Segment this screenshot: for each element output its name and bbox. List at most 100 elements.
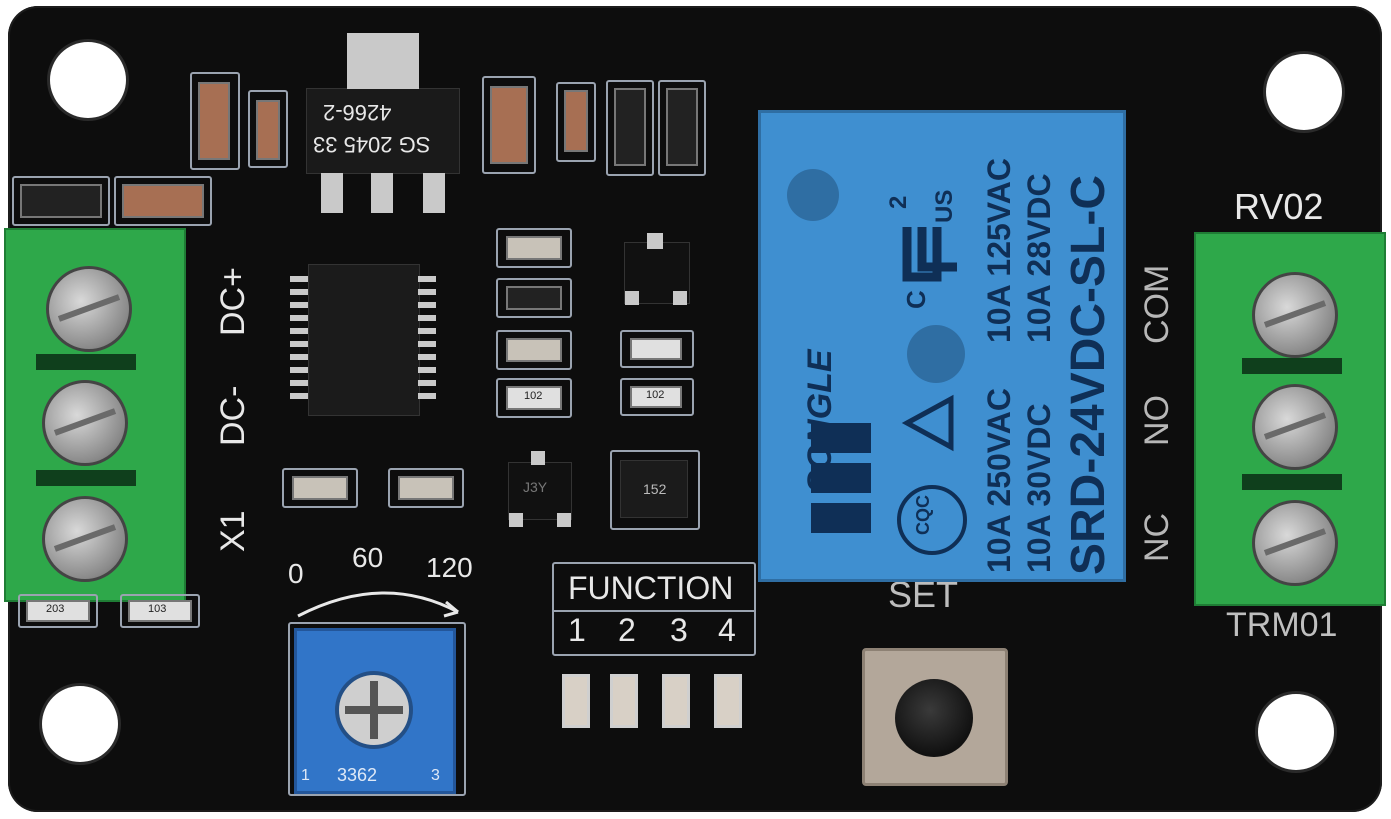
component-outline bbox=[610, 450, 700, 530]
function-number-4: 4 bbox=[718, 612, 736, 648]
function-box: FUNCTION 1 2 3 4 bbox=[552, 562, 756, 656]
mcu-pin bbox=[418, 393, 436, 399]
component-outline bbox=[18, 594, 98, 628]
transistor: J3Y bbox=[508, 451, 572, 527]
relay-model: SRD-24VDC-SL-C bbox=[1062, 174, 1115, 575]
relay-hole bbox=[787, 169, 839, 221]
diode bbox=[666, 88, 698, 166]
component-outline bbox=[388, 468, 464, 508]
resistor bbox=[256, 100, 280, 160]
label-dc-minus: DC- bbox=[214, 385, 252, 446]
mcu-pin bbox=[418, 341, 436, 347]
resistor-array: 152 bbox=[620, 460, 688, 518]
label-nc: NC bbox=[1138, 512, 1176, 562]
scale-label-0: 0 bbox=[288, 558, 304, 589]
pot-label: 3362 bbox=[337, 765, 378, 785]
resistor bbox=[506, 236, 562, 260]
set-button-cap[interactable] bbox=[895, 679, 973, 757]
component-outline bbox=[114, 176, 212, 226]
mcu-pin bbox=[290, 393, 308, 399]
songle-logo-icon bbox=[811, 423, 871, 533]
cqc-logo-icon: CQC bbox=[897, 485, 967, 555]
mcu-pin bbox=[418, 380, 436, 386]
regulator-marking: 4266-2 bbox=[323, 100, 392, 125]
transistor bbox=[624, 233, 690, 305]
mounting-hole-bottom-left bbox=[42, 686, 118, 762]
pot-label: 3 bbox=[431, 767, 440, 784]
regulator-pin bbox=[321, 173, 343, 213]
transistor-pin bbox=[531, 451, 545, 465]
terminal-divider bbox=[36, 470, 136, 486]
screw-icon[interactable] bbox=[42, 380, 128, 466]
ul-logo-icon bbox=[902, 227, 957, 282]
resistor: 102 bbox=[506, 386, 562, 410]
mcu-pin bbox=[418, 276, 436, 282]
component-outline bbox=[482, 76, 536, 174]
component-outline bbox=[288, 622, 466, 796]
relay-rating-2: 10A 30VDC bbox=[1021, 403, 1057, 573]
mcu-pin bbox=[290, 289, 308, 295]
mcu-pin bbox=[418, 289, 436, 295]
relay-cert: 2 bbox=[885, 195, 912, 209]
resistor-code: 102 bbox=[646, 389, 665, 401]
component-outline bbox=[620, 378, 694, 416]
component-outline bbox=[190, 72, 240, 170]
regulator-pin bbox=[371, 173, 393, 213]
terminal-block-input bbox=[4, 228, 186, 602]
component-outline bbox=[496, 330, 572, 370]
screw-icon[interactable] bbox=[1252, 500, 1338, 586]
mcu-pin bbox=[290, 354, 308, 360]
transistor-pin bbox=[647, 233, 663, 249]
function-led-1 bbox=[562, 674, 590, 728]
function-number-2: 2 bbox=[618, 612, 636, 648]
scale-label-120: 120 bbox=[426, 552, 473, 583]
regulator-marking: SG 2045 33 bbox=[313, 132, 431, 157]
potentiometer-dial[interactable] bbox=[335, 671, 413, 749]
potentiometer-knob[interactable]: 1 3362 3 bbox=[294, 628, 456, 794]
function-label: FUNCTION bbox=[568, 570, 734, 606]
label-dc-plus: DC+ bbox=[214, 267, 252, 336]
label-rv02: RV02 bbox=[1234, 186, 1324, 227]
microcontroller-chip bbox=[308, 264, 420, 416]
label-x1: X1 bbox=[214, 510, 252, 552]
resistor bbox=[564, 90, 588, 152]
pcb-board: DC+ DC- X1 RV02 TRM01 COM NO NC 4266-2 S… bbox=[4, 6, 1386, 812]
screw-icon[interactable] bbox=[46, 266, 132, 352]
function-led-2 bbox=[610, 674, 638, 728]
resistor bbox=[506, 338, 562, 362]
screw-icon[interactable] bbox=[1252, 272, 1338, 358]
set-button[interactable] bbox=[862, 648, 1008, 786]
component-outline bbox=[282, 468, 358, 508]
mcu-pin bbox=[418, 367, 436, 373]
relay-rating-4: 10A 28VDC bbox=[1021, 173, 1057, 343]
mcu-pin bbox=[290, 341, 308, 347]
mounting-hole-bottom-right bbox=[1258, 694, 1334, 770]
function-led-4 bbox=[714, 674, 742, 728]
component-outline bbox=[120, 594, 200, 628]
resistor-code: 103 bbox=[148, 603, 167, 615]
component-outline bbox=[496, 278, 572, 318]
diode bbox=[614, 88, 646, 166]
capacitor bbox=[198, 82, 230, 160]
component-outline bbox=[248, 90, 288, 168]
label-trm01: TRM01 bbox=[1226, 606, 1338, 644]
mcu-pin bbox=[290, 276, 308, 282]
mcu-pin bbox=[290, 328, 308, 334]
mounting-hole-top-left bbox=[50, 42, 126, 118]
resistor-code: 203 bbox=[46, 603, 65, 615]
resistor: 102 bbox=[630, 386, 682, 408]
scale-arc-icon bbox=[297, 591, 459, 618]
function-divider bbox=[554, 610, 754, 612]
screw-icon[interactable] bbox=[42, 496, 128, 582]
mcu-pin bbox=[290, 380, 308, 386]
resistor-code: 102 bbox=[524, 390, 543, 402]
component-outline bbox=[658, 80, 706, 176]
warning-triangle-icon bbox=[901, 394, 954, 452]
relay: SONGLE SRD-24VDC-SL-C 10A 250VAC 10A 30V… bbox=[758, 110, 1126, 582]
regulator-pin bbox=[423, 173, 445, 213]
mcu-pin bbox=[418, 315, 436, 321]
screw-icon[interactable] bbox=[1252, 384, 1338, 470]
transistor-pin bbox=[673, 291, 687, 305]
component-outline bbox=[496, 378, 572, 418]
scale-label-60: 60 bbox=[352, 542, 384, 573]
